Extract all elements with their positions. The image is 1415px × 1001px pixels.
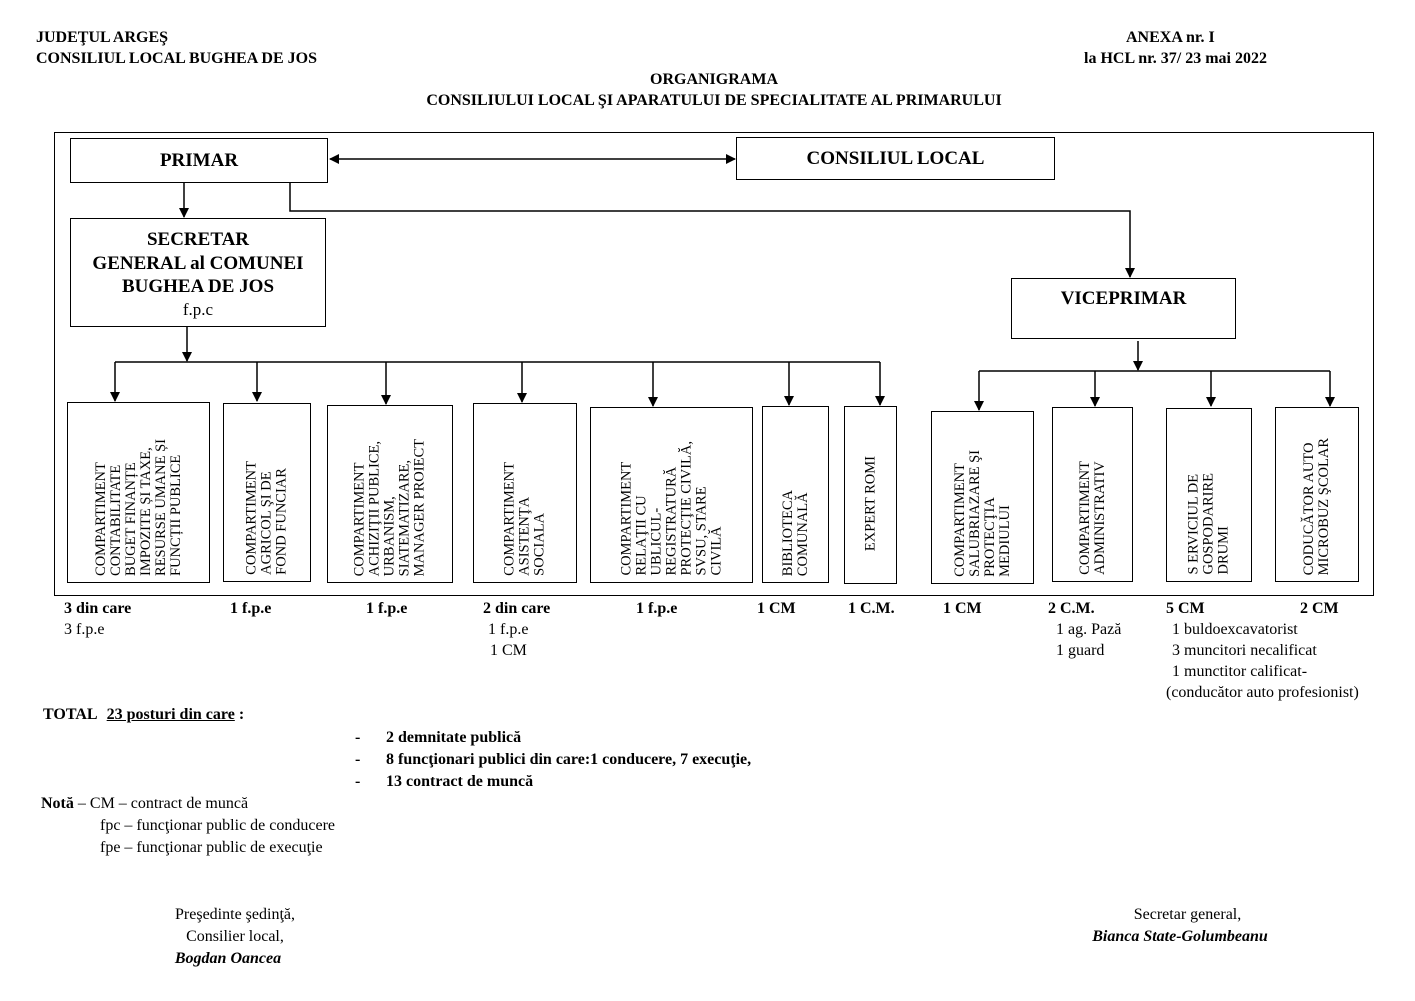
primar-label: PRIMAR <box>159 149 239 171</box>
legend-note: Notă – CM – contract de muncă fpc – func… <box>41 795 336 856</box>
dept-count-expert-romi: 1 C.M. <box>848 600 895 617</box>
dept-count-contabilitate: 3 din care 3 f.p.e <box>64 600 132 638</box>
signature-left: Preşedinte şedinţă, Consilier local, Bog… <box>140 904 330 970</box>
dept-count-agricol: 1 f.p.e <box>230 600 272 617</box>
viceprimar-box: VICEPRIMAR <box>1011 278 1236 339</box>
dept-label: EXPERT ROMI <box>862 455 878 551</box>
secretar-line-2: GENERAL al COMUNEI <box>92 252 304 274</box>
secretar-sub: f.p.c <box>182 299 214 319</box>
dept-count-conducator-auto: 2 CM <box>1300 600 1339 617</box>
total-item: 13 contract de muncă <box>386 773 534 790</box>
total-label: TOTAL <box>43 706 97 723</box>
signature-right-name: Bianca State-Golumbeanu <box>1092 928 1268 945</box>
dept-count-gospodarire-drumuri: 5 CM 1 buldoexcavatorist 3 muncitori nec… <box>1166 600 1359 701</box>
chart-subtitle: CONSILIULUI LOCAL ŞI APARATULUI DE SPECI… <box>426 92 1002 109</box>
secretar-line-1: SECRETAR <box>146 229 250 250</box>
dept-count-administrativ: 2 C.M. 1 ag. Pază 1 guard <box>1048 600 1122 659</box>
total-item: 8 funcţionari publici din care:1 conduce… <box>386 751 752 768</box>
dept-count-achizitii: 1 f.p.e <box>366 600 408 617</box>
viceprimar-label: VICEPRIMAR <box>1060 288 1187 309</box>
secretar-box: SECRETAR GENERAL al COMUNEI BUGHEA DE JO… <box>70 218 326 327</box>
chart-title: ORGANIGRAMA <box>650 71 778 88</box>
annex-reference: la HCL nr. 37/ 23 mai 2022 <box>1084 50 1267 67</box>
total-item: 2 demnitate publică <box>386 729 522 746</box>
county-name: JUDEŢUL ARGEŞ <box>36 29 169 46</box>
council-label: CONSILIUL LOCAL <box>806 147 985 169</box>
council-name: CONSILIUL LOCAL BUGHEA DE JOS <box>36 50 317 67</box>
annex-number: ANEXA nr. I <box>1126 29 1215 46</box>
note-label: Notă <box>41 795 74 812</box>
dept-count-asistenta: 2 din care 1 f.p.e 1 CM <box>483 600 551 659</box>
council-box: CONSILIUL LOCAL <box>736 137 1055 180</box>
signature-right: Secretar general, Bianca State-Golumbean… <box>1060 904 1300 948</box>
dept-count-biblioteca: 1 CM <box>757 600 796 617</box>
dept-count-relatii-public: 1 f.p.e <box>636 600 678 617</box>
primar-viceprimar-arrow <box>289 178 1135 278</box>
secretar-line-3: BUGHEA DE JOS <box>121 276 275 297</box>
primar-box: PRIMAR <box>70 138 328 183</box>
total-summary: TOTAL 23 posturi din care : <box>43 706 245 723</box>
dept-box-expert-romi: EXPERT ROMI <box>844 406 897 584</box>
dept-count-salubrizare: 1 CM <box>943 600 982 617</box>
total-breakdown: -2 demnitate publică -8 funcţionari publ… <box>355 729 752 790</box>
signature-left-name: Bogdan Oancea <box>174 950 282 967</box>
total-value: 23 posturi din care <box>106 706 235 723</box>
